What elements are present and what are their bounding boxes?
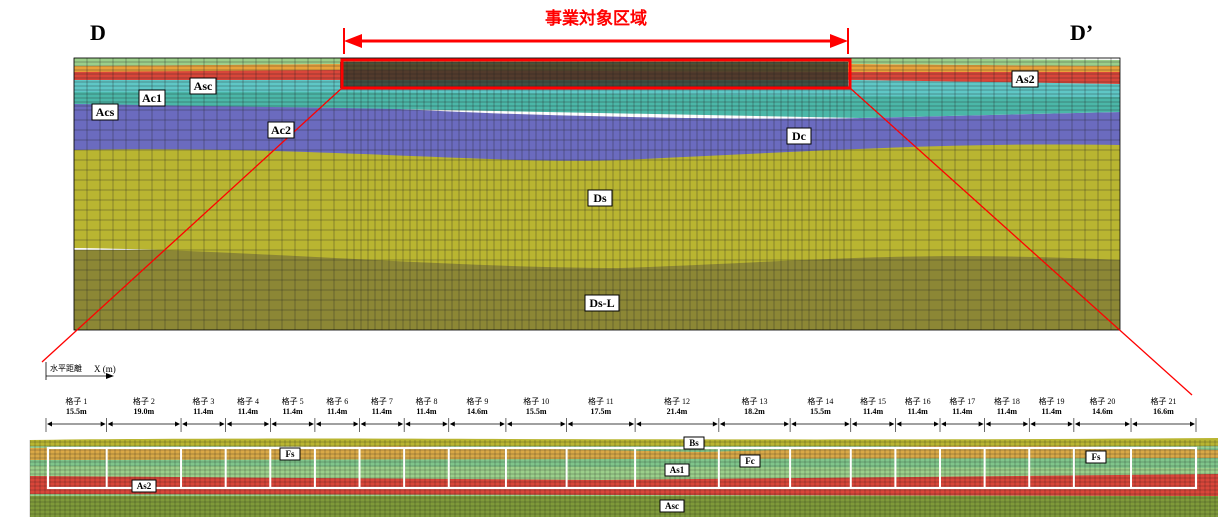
zoom-line-right [849, 87, 1193, 396]
grid-width-21: 16.6m [1153, 407, 1174, 416]
detail-label-fs-left: Fs [286, 449, 295, 459]
grid-name-19: 格子 19 [1039, 396, 1065, 406]
grid-name-6: 格子 6 [326, 396, 348, 406]
grid-width-7: 11.4m [372, 407, 393, 416]
section-left-label: D [90, 20, 106, 45]
grid-name-9: 格子 9 [466, 396, 488, 406]
grid-name-2: 格子 2 [133, 396, 155, 406]
soil-label-ac2: Ac2 [271, 123, 291, 137]
grid-name-21: 格子 21 [1151, 396, 1177, 406]
grid-width-9: 14.6m [467, 407, 488, 416]
grid-name-18: 格子 18 [994, 396, 1020, 406]
grid-width-6: 11.4m [327, 407, 348, 416]
grid-name-1: 格子 1 [65, 396, 87, 406]
grid-width-8: 11.4m [416, 407, 437, 416]
detail-cell-dividers [105, 448, 1133, 488]
grid-name-10: 格子 10 [523, 396, 549, 406]
grid-name-3: 格子 3 [192, 396, 214, 406]
detail-label-fc: Fc [745, 456, 755, 466]
grid-name-13: 格子 13 [741, 396, 767, 406]
detail-structure-outline [46, 446, 1198, 490]
grid-name-20: 格子 20 [1089, 396, 1115, 406]
soil-label-ds-l: Ds-L [589, 296, 614, 310]
grid-width-11: 17.5m [591, 407, 612, 416]
axis-indicator: 水平距離 X (m) [45, 362, 116, 380]
grid-width-5: 11.4m [282, 407, 303, 416]
grid-width-2: 19.0m [134, 407, 155, 416]
project-area-arrowhead-right [830, 34, 848, 48]
project-band-fill [340, 62, 848, 88]
grid-width-14: 15.5m [810, 407, 831, 416]
grid-width-12: 21.4m [667, 407, 688, 416]
detail-label-as1: As1 [670, 465, 685, 475]
grid-width-20: 14.6m [1092, 407, 1113, 416]
grid-name-4: 格子 4 [237, 396, 259, 406]
detail-label-as2: As2 [137, 481, 152, 491]
detail-label-asc: Asc [665, 501, 679, 511]
grid-width-19: 11.4m [1041, 407, 1062, 416]
detail-section [29, 438, 1218, 517]
grid-width-1: 15.5m [66, 407, 87, 416]
detail-label-bs: Bs [689, 438, 699, 448]
grid-width-3: 11.4m [193, 407, 214, 416]
section-right-label: D’ [1070, 20, 1093, 45]
grid-width-17: 11.4m [952, 407, 973, 416]
grid-name-8: 格子 8 [415, 396, 437, 406]
axis-label: 水平距離 [50, 363, 82, 373]
soil-label-as2: As2 [1015, 72, 1034, 86]
grid-width-4: 11.4m [238, 407, 259, 416]
grid-name-7: 格子 7 [371, 396, 393, 406]
soil-label-acs: Acs [96, 105, 115, 119]
layer-clay-blue [74, 100, 1120, 161]
axis-unit: X (m) [94, 364, 116, 374]
grid-name-11: 格子 11 [588, 396, 614, 406]
project-area-label: 事業対象区域 [545, 8, 647, 28]
grid-width-16: 11.4m [908, 407, 929, 416]
soil-label-asc: Asc [194, 79, 213, 93]
grid-name-12: 格子 12 [664, 396, 690, 406]
grid-name-16: 格子 16 [905, 396, 931, 406]
grid-name-5: 格子 5 [282, 396, 304, 406]
project-area-arrowhead-left [344, 34, 362, 48]
detail-labels: Bs Fs As1 Fc Fs As2 Asc [131, 436, 1107, 513]
grid-width-10: 15.5m [526, 407, 547, 416]
soil-label-ds: Ds [593, 191, 607, 205]
soil-label-dc: Dc [792, 129, 807, 143]
grid-name-17: 格子 17 [949, 396, 975, 406]
detail-label-fs-right: Fs [1092, 452, 1101, 462]
soil-labels: Acs Ac1 Asc Ac2 As2 Dc Ds Ds-L [91, 70, 1039, 312]
grid-name-14: 格子 14 [807, 396, 833, 406]
grid-width-15: 11.4m [863, 407, 884, 416]
grid-name-15: 格子 15 [860, 396, 886, 406]
soil-label-ac1: Ac1 [142, 91, 162, 105]
project-area-box [340, 58, 852, 90]
grid-width-18: 11.4m [997, 407, 1018, 416]
grid-width-13: 18.2m [744, 407, 765, 416]
